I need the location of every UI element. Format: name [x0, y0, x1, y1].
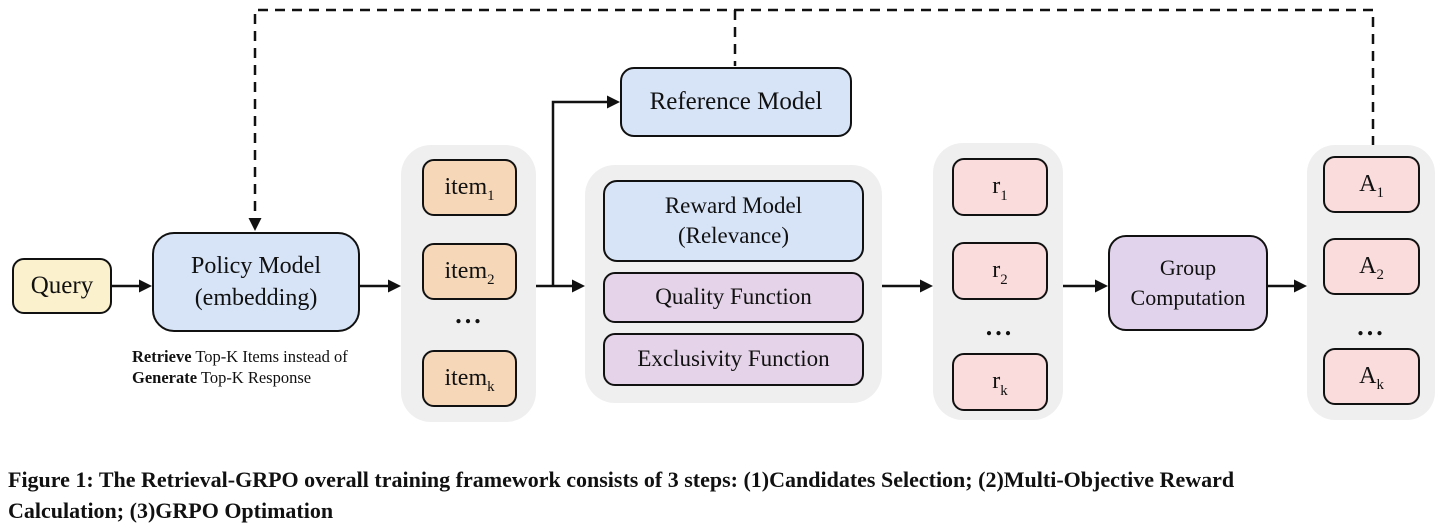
- exclusivity-function-label: Exclusivity Function: [637, 346, 830, 372]
- reward-2-box: r2: [952, 242, 1048, 300]
- advantage-k-box: Ak: [1323, 348, 1420, 405]
- group-computation-box: Group Computation: [1108, 235, 1268, 331]
- group-computation-line2: Computation: [1130, 285, 1246, 310]
- policy-note: Retrieve Top-K Items instead of Generate…: [132, 346, 422, 388]
- diagram-canvas: Query Policy Model (embedding) Retrieve …: [12, 8, 1435, 422]
- reference-model-box: Reference Model: [620, 67, 852, 137]
- policy-model-box: Policy Model (embedding): [152, 232, 360, 332]
- policy-note-line2: Generate Top-K Response: [132, 368, 312, 388]
- advantages-ellipsis: ...: [1357, 312, 1386, 341]
- item-k-box: itemk: [422, 350, 517, 407]
- figure-caption-line1: Figure 1: The Retrieval-GRPO overall tra…: [8, 467, 1235, 492]
- policy-model-line1: Policy Model: [191, 252, 321, 279]
- exclusivity-function-box: Exclusivity Function: [603, 333, 864, 386]
- group-computation-line1: Group: [1159, 255, 1217, 281]
- items-ellipsis: ...: [455, 300, 484, 329]
- figure-caption: Figure 1: The Retrieval-GRPO overall tra…: [8, 464, 1234, 526]
- query-box: Query: [12, 258, 112, 314]
- item-2-box: item2: [422, 243, 517, 300]
- reward-1-box: r1: [952, 158, 1048, 216]
- reference-model-label: Reference Model: [649, 87, 823, 115]
- policy-model-line2: (embedding): [194, 285, 318, 311]
- reward-k-box: rk: [952, 353, 1048, 411]
- figure-caption-line2: Calculation; (3)GRPO Optimation: [8, 498, 334, 523]
- item-1-box: item1: [422, 159, 517, 216]
- reward-model-box: Reward Model (Relevance): [603, 180, 864, 262]
- advantage-2-box: A2: [1323, 238, 1420, 295]
- rewards-ellipsis: ...: [985, 312, 1015, 341]
- quality-function-label: Quality Function: [655, 284, 812, 310]
- reward-model-line1: Reward Model: [664, 193, 803, 219]
- query-label: Query: [30, 271, 94, 299]
- policy-note-line1: Retrieve Top-K Items instead of: [132, 347, 348, 366]
- quality-function-box: Quality Function: [603, 272, 864, 323]
- reward-model-line2: (Relevance): [677, 223, 790, 248]
- advantage-1-box: A1: [1323, 156, 1420, 213]
